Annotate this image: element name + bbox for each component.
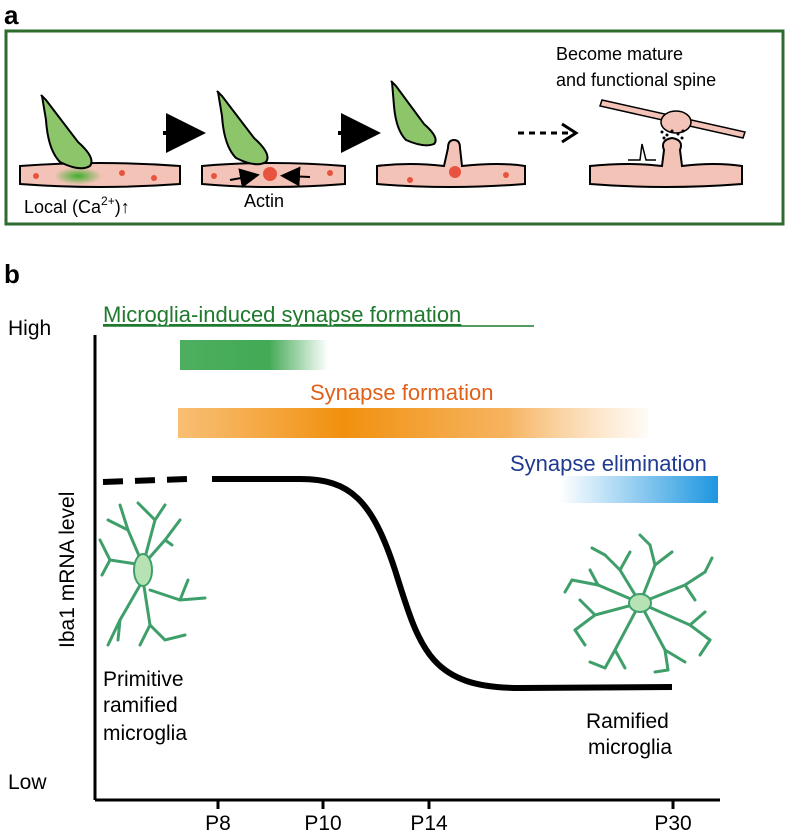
step-2: Actin xyxy=(201,90,346,211)
x-ticks xyxy=(216,800,675,809)
actin-dot xyxy=(211,173,217,179)
vesicles xyxy=(660,129,685,140)
x-tick-label: P14 xyxy=(410,812,448,833)
actin-arrow-right xyxy=(229,168,260,188)
actin-dot xyxy=(407,177,413,183)
step-4-label-line1: Become mature xyxy=(556,44,683,64)
iba1-dashed-segment xyxy=(102,476,189,485)
actin-dot xyxy=(33,173,39,179)
synapse-formation-bar xyxy=(178,408,648,438)
ramified-microglia-soma xyxy=(628,593,652,613)
step-1: Local (Ca2+)↑ xyxy=(19,94,181,217)
left-cell-label-3: microglia xyxy=(103,722,187,745)
presynaptic-bouton xyxy=(660,110,692,134)
microglia-process xyxy=(40,94,93,170)
iba1-curve xyxy=(212,476,673,692)
actin-cluster xyxy=(449,166,461,178)
left-cell-label-2: ramified xyxy=(103,694,178,717)
x-tick-label: P30 xyxy=(654,812,691,833)
actin-arrow-left xyxy=(280,166,311,187)
y-low-label: Low xyxy=(8,771,47,794)
panel-a-border xyxy=(4,29,785,226)
dashed-arrow-head xyxy=(561,122,579,144)
actin-dot xyxy=(503,172,509,178)
microglia-synapse-title: Microglia-induced synapse formation xyxy=(103,302,461,327)
calcium-signal xyxy=(54,167,102,185)
step-4-label-line2: and functional spine xyxy=(556,70,716,90)
panel-a: a Local (Ca2+)↑ Actin xyxy=(4,0,785,226)
microglia-synapse-bar xyxy=(180,340,328,370)
right-cell-label-2: microglia xyxy=(588,736,672,759)
right-cell-label-1: Ramified xyxy=(586,710,669,733)
dendrite-with-filopodium xyxy=(376,138,526,188)
panel-b-label: b xyxy=(4,259,20,289)
synapse-elimination-bar xyxy=(560,476,718,503)
primitive-microglia-cell xyxy=(98,501,207,647)
step-1-label: Local (Ca2+)↑ xyxy=(24,194,130,217)
microglia-process xyxy=(216,90,269,166)
action-potential-trace xyxy=(628,143,656,161)
y-high-label: High xyxy=(8,317,51,340)
actin-dot xyxy=(151,175,157,181)
synapse-elimination-title: Synapse elimination xyxy=(510,451,707,476)
step-2-label: Actin xyxy=(244,191,284,211)
ramified-microglia-cell xyxy=(563,533,714,674)
panel-b: b High Low Iba1 mRNA level P8 P10 P14 P3… xyxy=(4,259,720,833)
step-3 xyxy=(376,80,526,188)
panel-a-label: a xyxy=(4,0,19,30)
actin-cluster xyxy=(263,167,277,181)
left-cell-label-1: Primitive xyxy=(103,668,184,691)
microglia-process xyxy=(390,80,437,147)
step-4: Become mature and functional spine xyxy=(556,44,746,188)
actin-dot xyxy=(327,170,333,176)
x-tick-label: P8 xyxy=(205,812,231,833)
x-tick-label: P10 xyxy=(304,812,341,833)
dendrite-with-spine xyxy=(589,136,743,188)
primitive-microglia-soma xyxy=(133,553,153,587)
synapse-formation-title: Synapse formation xyxy=(310,380,493,405)
y-axis-label: Iba1 mRNA level xyxy=(56,492,79,648)
actin-dot xyxy=(119,170,125,176)
